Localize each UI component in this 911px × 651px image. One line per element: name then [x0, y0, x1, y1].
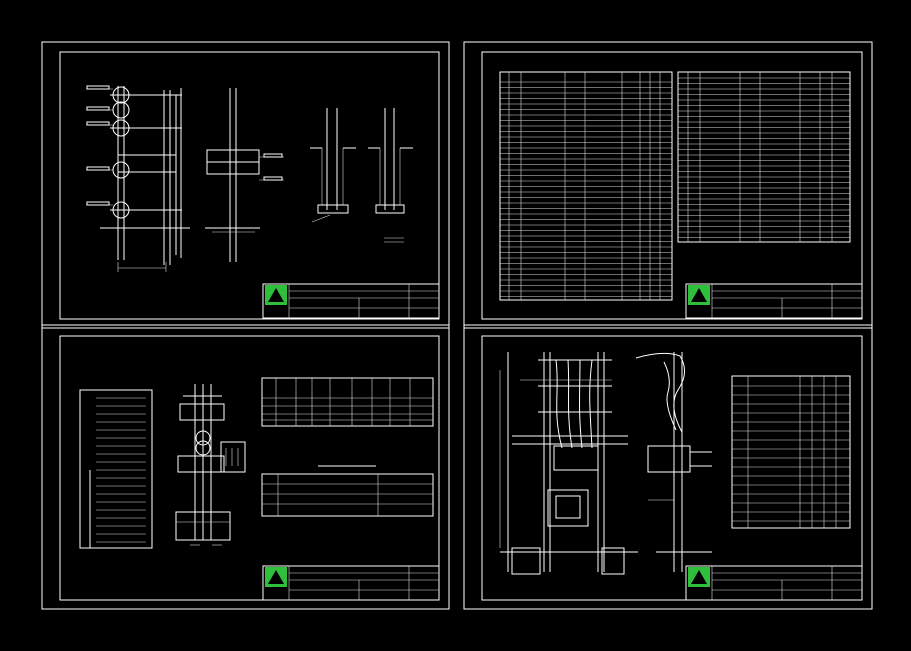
company-logo-icon — [265, 285, 710, 587]
notes-block — [79, 389, 153, 549]
equipment-table — [261, 473, 434, 517]
single-line-scheme — [175, 384, 246, 546]
specification-table-right — [677, 71, 851, 243]
foundation-detail-drawings — [310, 108, 413, 243]
sheet-4[interactable] — [463, 324, 873, 610]
substation-side-elevation — [635, 352, 712, 572]
pole-elevation-drawing — [86, 85, 190, 272]
specification-table-left — [499, 71, 673, 301]
notes-text-lines — [96, 397, 146, 543]
specification-table-grid — [500, 72, 850, 300]
sheet-1[interactable] — [41, 41, 450, 329]
sheet-3-table-grid — [262, 378, 433, 516]
sheet-2[interactable] — [463, 41, 873, 329]
bill-of-materials-grid — [732, 376, 850, 528]
sheet-3[interactable] — [41, 324, 450, 610]
bill-of-materials-table — [731, 375, 851, 529]
title-blocks — [262, 283, 863, 601]
pole-side-elevation-drawing — [205, 88, 284, 262]
cable-table — [261, 377, 434, 427]
substation-front-elevation — [499, 352, 638, 575]
